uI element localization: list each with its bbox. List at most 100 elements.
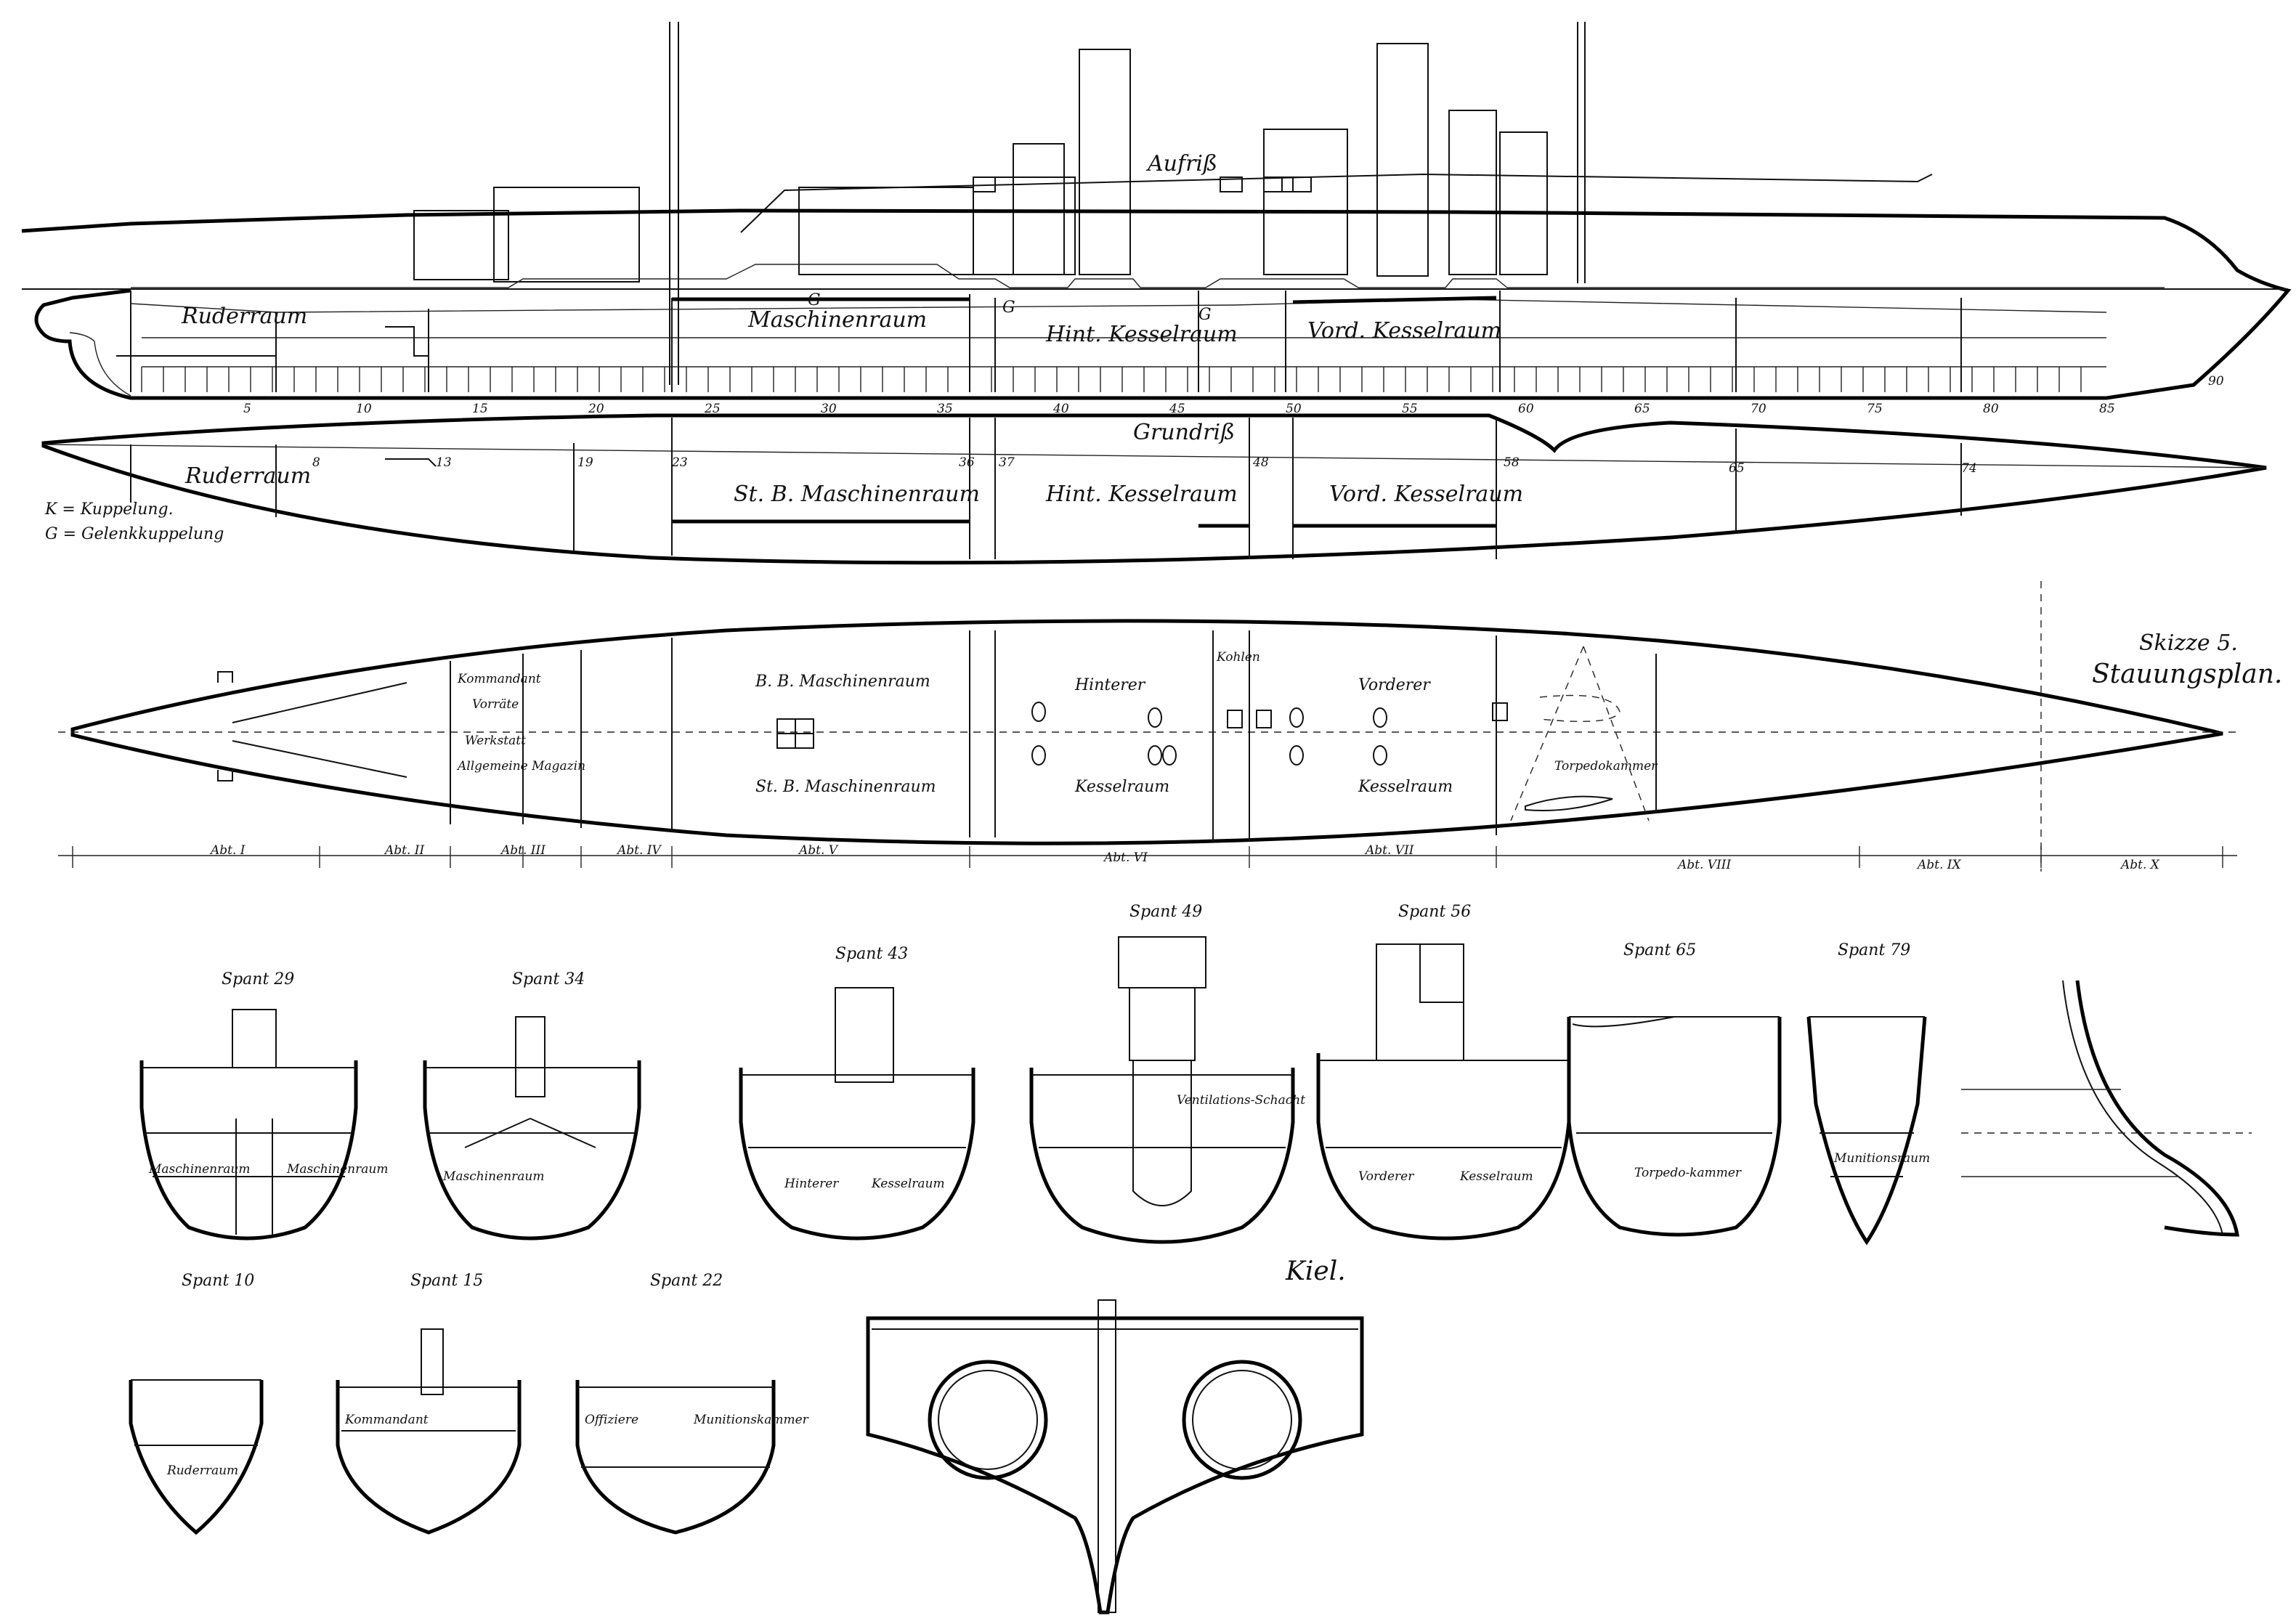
section-spant-79: Spant 79 Munitionsraum [1806,941,1930,1246]
porthole-left [928,1360,1048,1480]
svg-text:Abt. IV: Abt. IV [616,843,662,858]
elevation-title: Aufriß [1145,151,1217,176]
svg-text:8: 8 [312,455,320,470]
svg-text:Spant 56: Spant 56 [1398,903,1471,921]
cross-sections-bottom: Spant 10 Ruderraum Spant 15 Kommandant S… [129,1272,809,1535]
plan-hull-outline [41,413,2267,565]
section-spant-10: Spant 10 Ruderraum [129,1272,264,1535]
stowage-section-labels: Abt. I Abt. II Abt. III Abt. IV Abt. V A… [209,843,2160,872]
svg-text:Abt. II: Abt. II [384,843,425,858]
coupling-mark: G [1198,306,1212,324]
svg-text:58: 58 [1504,455,1520,470]
svg-text:40: 40 [1052,402,1069,416]
plan-frame-numbers: 8 13 19 23 36 37 48 58 65 74 [312,455,1977,476]
svg-text:Spant 10: Spant 10 [182,1272,254,1290]
svg-text:65: 65 [1634,402,1650,416]
svg-text:Maschinenraum: Maschinenraum [442,1169,544,1184]
svg-text:Spant 29: Spant 29 [222,970,294,988]
bow-profile-detail [1961,980,2252,1237]
svg-text:Abt. IX: Abt. IX [1916,858,1962,872]
svg-text:55: 55 [1402,402,1418,416]
section-spant-56: Spant 56 Vorderer Kesselraum [1316,903,1571,1241]
stowage-label: Vorräte [472,697,519,712]
svg-text:75: 75 [1867,402,1883,416]
elevation-room-label: Vord. Kesselraum [1307,318,1501,344]
section-spant-34: Spant 34 Maschinenraum [423,970,641,1241]
svg-text:Hinterer: Hinterer [784,1177,839,1191]
stowage-label: Kesselraum [1358,778,1453,796]
svg-text:Abt. VII: Abt. VII [1364,843,1414,858]
stowage-hull-outline [70,619,2223,845]
svg-text:Spant 22: Spant 22 [650,1272,723,1290]
svg-text:25: 25 [704,402,721,416]
stowage-label: Kesselraum [1074,778,1169,796]
svg-text:Spant 65: Spant 65 [1623,941,1696,959]
coupling-mark: G [808,291,821,309]
svg-text:Munitionsraum: Munitionsraum [1833,1151,1930,1166]
legend-joint-coupling: G = Gelenkkuppelung [45,525,224,543]
svg-text:Maschinenraum: Maschinenraum [148,1162,250,1177]
svg-text:Abt. X: Abt. X [2119,858,2160,872]
svg-text:37: 37 [999,455,1015,470]
svg-text:74: 74 [1961,461,1977,476]
coupling-mark: G [1002,299,1015,317]
stowage-label: Torpedokammer [1554,759,1658,774]
porthole-right [1182,1360,1302,1480]
svg-text:Abt. VIII: Abt. VIII [1676,858,1732,872]
svg-text:15: 15 [472,402,488,416]
svg-text:48: 48 [1252,455,1269,470]
svg-text:Kesselraum: Kesselraum [1459,1169,1533,1184]
svg-text:Munitionskammer: Munitionskammer [693,1413,809,1427]
svg-text:13: 13 [436,455,452,470]
svg-text:Kesselraum: Kesselraum [871,1177,945,1191]
svg-text:Maschinenraum: Maschinenraum [286,1162,388,1177]
section-spant-15: Spant 15 Kommandant [336,1272,522,1535]
stowage-label: Kohlen [1216,650,1260,665]
svg-text:Spant 79: Spant 79 [1838,941,1910,959]
stowage-sketch-number: Skizze 5. [2139,630,2238,656]
svg-text:85: 85 [2099,402,2115,416]
svg-text:5: 5 [243,402,251,416]
elevation-room-label: Maschinenraum [747,307,927,333]
elevation-room-label: Hint. Kesselraum [1045,322,1238,347]
svg-text:Spant 34: Spant 34 [512,970,585,988]
svg-text:65: 65 [1729,461,1745,476]
stowage-title: Stauungsplan. [2092,659,2282,689]
svg-text:45: 45 [1169,402,1185,416]
svg-text:90: 90 [2208,374,2224,389]
stowage-label: Hinterer [1074,676,1146,694]
svg-text:Spant 49: Spant 49 [1129,903,1202,921]
plan-room-label: St. B. Maschinenraum [734,482,980,507]
legend-coupling: K = Kuppelung. [44,500,174,519]
svg-text:Spant 15: Spant 15 [410,1272,483,1290]
svg-text:Abt. VI: Abt. VI [1103,850,1148,865]
svg-text:Vorderer: Vorderer [1358,1169,1414,1184]
svg-text:50: 50 [1286,402,1302,416]
plan-title: Grundriß [1133,420,1235,445]
svg-text:Kommandant: Kommandant [344,1413,429,1427]
plan-room-label: Ruderraum [184,463,311,489]
section-spant-65: Spant 65 Torpedo-kammer [1567,941,1782,1237]
elevation-room-label: Ruderraum [181,304,307,329]
plan-view: Grundriß Ruderraum St. B. Maschinenraum … [41,413,2267,565]
section-spant-22: Spant 22 Offiziere Munitionskammer [575,1272,809,1535]
cross-sections-top: Spant 29 Maschinenraum Maschinenraum Spa… [139,903,2252,1246]
svg-text:Offiziere: Offiziere [585,1413,638,1427]
svg-text:70: 70 [1751,402,1766,416]
plan-room-label: Vord. Kesselraum [1329,482,1523,507]
section-spant-29: Spant 29 Maschinenraum Maschinenraum [139,970,388,1241]
svg-text:Abt. V: Abt. V [798,843,839,858]
fore-funnel [1376,43,1429,277]
keel-detail: Kiel. [866,1256,1364,1615]
stowage-plan: Skizze 5. Stauungsplan. Kommandant Vorrä… [58,581,2282,872]
svg-text:80: 80 [1983,402,1999,416]
plan-room-label: Hint. Kesselraum [1045,482,1238,507]
stowage-label: Allgemeine Magazin [456,759,585,774]
elevation-frame-numbers: 5 10 15 20 25 30 35 40 45 50 55 60 65 70… [243,374,2224,416]
svg-text:30: 30 [821,402,837,416]
section-spant-43: Spant 43 Hinterer Kesselraum [739,945,975,1241]
svg-text:23: 23 [671,455,688,470]
hull-outline [21,208,2292,400]
svg-text:60: 60 [1518,402,1534,416]
svg-text:19: 19 [577,455,593,470]
